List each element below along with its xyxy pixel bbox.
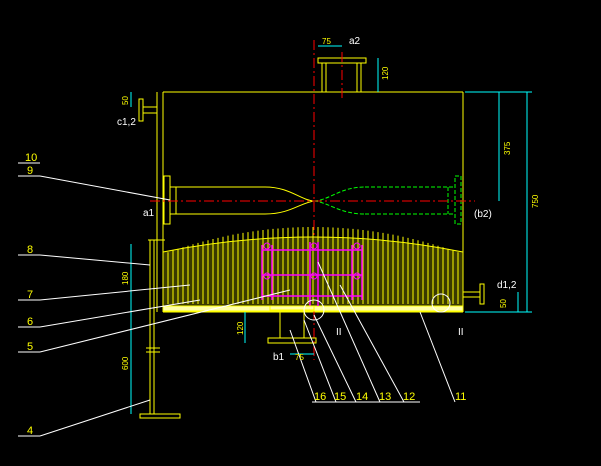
part-12: 12	[403, 391, 415, 403]
nozzle-labels: a2 c1,2 a1 (b2) d1,2 b1	[117, 36, 517, 363]
detail-circles	[303, 293, 451, 321]
part-11: 11	[455, 391, 466, 403]
dim-600: 600	[121, 356, 130, 370]
dim-120-top: 120	[381, 66, 390, 80]
dim-180: 180	[121, 271, 130, 285]
leader-lines	[18, 162, 456, 437]
part-5: 5	[27, 341, 33, 353]
left-inlet-pipe	[163, 175, 315, 225]
support-frame	[261, 242, 363, 306]
detail-label-left: II	[336, 327, 342, 338]
part-6: 6	[27, 316, 33, 328]
bottom-nozzle-b1	[267, 305, 317, 344]
vessel-body	[156, 91, 464, 313]
dimension-labels: 75 120 50 375 750 180 600 120 75 50	[121, 37, 540, 370]
packing-bed	[162, 227, 464, 312]
part-number-labels: 10 9 8 7 6 5 4 16 15 14 13 12 11	[25, 152, 466, 437]
detail-label-right: II	[458, 327, 464, 338]
dim-50-left: 50	[121, 96, 130, 105]
detail-labels: II II	[336, 327, 464, 338]
part-14: 14	[356, 391, 368, 403]
part-15: 15	[334, 391, 346, 403]
dim-75-bottom: 75	[295, 353, 304, 362]
part-10: 10	[25, 152, 37, 164]
dim-750: 750	[531, 194, 540, 208]
part-7: 7	[27, 289, 33, 301]
label-b2: (b2)	[474, 209, 492, 220]
label-a1: a1	[143, 208, 155, 219]
label-a2: a2	[349, 36, 361, 47]
frame-bolts	[263, 242, 361, 280]
dim-375: 375	[503, 141, 512, 155]
part-9: 9	[27, 165, 33, 177]
nozzle-c12	[138, 98, 157, 122]
dim-50-right: 50	[499, 299, 508, 308]
right-outlet-pipe	[313, 175, 462, 225]
nozzle-d12	[463, 283, 485, 305]
label-c12: c1,2	[117, 117, 136, 128]
part-16: 16	[314, 391, 326, 403]
part-4: 4	[27, 425, 33, 437]
part-13: 13	[379, 391, 391, 403]
dim-120-bottom: 120	[236, 321, 245, 335]
dimension-lines	[130, 45, 532, 414]
label-d12: d1,2	[497, 280, 517, 291]
part-8: 8	[27, 244, 33, 256]
label-b1: b1	[273, 352, 285, 363]
support-legs	[139, 239, 181, 419]
dim-75-top: 75	[322, 37, 331, 46]
